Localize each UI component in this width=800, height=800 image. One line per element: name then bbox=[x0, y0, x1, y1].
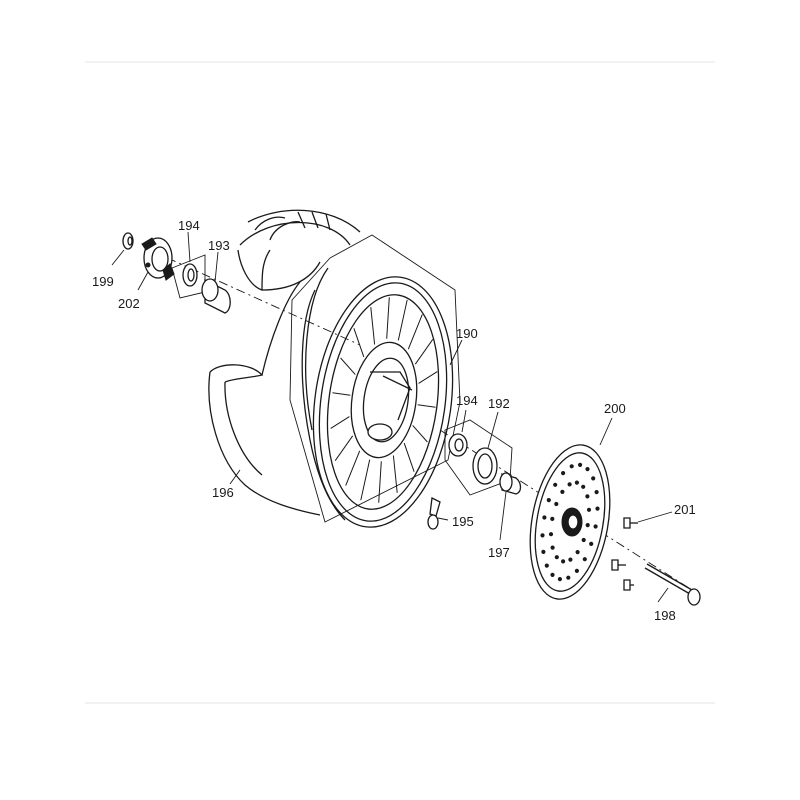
disc-hole bbox=[554, 501, 559, 507]
callout-192: 192 bbox=[488, 396, 510, 411]
callout-196: 196 bbox=[212, 485, 234, 500]
disc-hole bbox=[550, 545, 555, 550]
disc-hole bbox=[566, 575, 571, 580]
callout-193: 193 bbox=[208, 238, 230, 253]
rim-spoke bbox=[340, 357, 356, 375]
axle-guide-left bbox=[149, 249, 361, 346]
leader-lines bbox=[111, 231, 673, 603]
spacer-193 bbox=[201, 278, 231, 314]
rim-spoke bbox=[414, 339, 434, 365]
callout-195: 195 bbox=[452, 514, 474, 529]
rim-spoke bbox=[418, 371, 438, 384]
rim-spoke bbox=[360, 459, 371, 501]
rim-spoke bbox=[417, 404, 436, 408]
disc-hole bbox=[541, 549, 546, 555]
rim-spoke bbox=[330, 416, 350, 429]
hub-cap-202 bbox=[141, 237, 175, 281]
disc-hole bbox=[585, 523, 590, 528]
disc-hole bbox=[550, 572, 555, 578]
rim-spoke bbox=[412, 425, 428, 443]
disc-hole bbox=[593, 524, 598, 529]
disc-hole bbox=[581, 537, 586, 543]
disc-hole bbox=[561, 471, 566, 476]
disc-hole bbox=[557, 577, 563, 582]
disc-hole bbox=[568, 557, 573, 562]
rim-spoke bbox=[334, 435, 354, 461]
disc-hole bbox=[574, 568, 580, 574]
brake-disc-holes bbox=[540, 462, 600, 582]
callout-200: 200 bbox=[604, 401, 626, 416]
collar-197 bbox=[499, 472, 522, 495]
tire bbox=[208, 209, 361, 516]
disc-hole bbox=[581, 484, 586, 489]
rim-spoke bbox=[370, 307, 376, 345]
disc-hole bbox=[578, 462, 583, 467]
rim-spoke bbox=[332, 392, 351, 396]
disc-hole bbox=[585, 494, 590, 499]
bearing-194-right bbox=[444, 419, 513, 496]
rim-spoke bbox=[386, 297, 390, 339]
rim-spoke bbox=[397, 299, 408, 341]
rim-spoke bbox=[407, 314, 423, 350]
disc-hole bbox=[550, 516, 555, 522]
callout-201: 201 bbox=[674, 502, 696, 517]
oil-seal-192 bbox=[472, 447, 498, 485]
hub-nut-199 bbox=[122, 232, 134, 250]
disc-hole bbox=[546, 498, 551, 503]
callout-190: 190 bbox=[456, 326, 478, 341]
rim-spoke bbox=[345, 450, 361, 486]
disc-hole bbox=[544, 563, 549, 568]
disc-hole bbox=[575, 550, 580, 555]
valve-195 bbox=[427, 497, 441, 530]
axle-bolt-198 bbox=[644, 563, 701, 606]
disc-hole bbox=[594, 490, 599, 495]
disc-hole bbox=[542, 515, 547, 520]
disc-hole bbox=[589, 541, 594, 547]
rim-spoke bbox=[378, 461, 382, 503]
callout-202: 202 bbox=[118, 296, 140, 311]
disc-hole bbox=[567, 482, 572, 487]
disc-hole bbox=[548, 532, 554, 537]
disc-hole bbox=[582, 557, 587, 562]
disc-hole bbox=[560, 489, 565, 494]
rim-spokes bbox=[330, 297, 438, 503]
callout-194-top: 194 bbox=[178, 218, 200, 233]
rim-spoke bbox=[403, 442, 415, 472]
disc-hole bbox=[574, 480, 580, 485]
rim-spoke bbox=[353, 328, 365, 358]
disc-hole bbox=[540, 533, 545, 538]
rim-spoke bbox=[392, 455, 398, 493]
callout-197: 197 bbox=[488, 545, 510, 560]
wheel-rim bbox=[289, 234, 461, 528]
disc-hole bbox=[585, 467, 590, 472]
callout-198: 198 bbox=[654, 608, 676, 623]
disc-hole bbox=[591, 476, 596, 481]
disc-hole bbox=[595, 506, 600, 511]
disc-hole bbox=[586, 507, 592, 512]
disc-hole bbox=[553, 482, 558, 487]
disc-bolts-201 bbox=[611, 517, 638, 591]
disc-hole bbox=[554, 555, 559, 560]
callout-199: 199 bbox=[92, 274, 114, 289]
disc-hole bbox=[569, 464, 574, 469]
callout-labels: 199 202 194 193 190 194 192 200 196 195 … bbox=[92, 218, 696, 623]
disc-hole bbox=[561, 559, 566, 564]
bearing-194-left bbox=[171, 254, 206, 299]
brake-disc-200 bbox=[529, 444, 611, 600]
callout-194-mid: 194 bbox=[456, 393, 478, 408]
